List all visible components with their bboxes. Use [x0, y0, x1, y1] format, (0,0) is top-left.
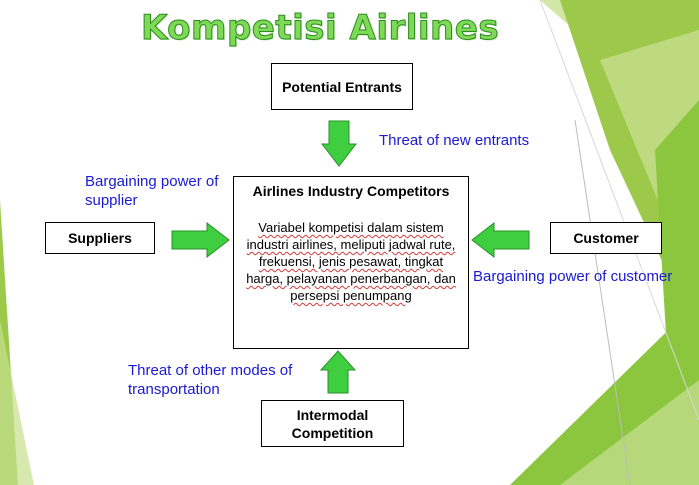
decor-shape	[560, 380, 699, 485]
industry-title: Airlines Industry Competitors	[252, 183, 450, 199]
customer-label: Customer	[573, 230, 639, 246]
potential-entrants-box: Potential Entrants	[271, 63, 413, 110]
threat-other-modes-label: Threat of other modes of transportation	[128, 362, 293, 398]
decor-line	[574, 119, 631, 485]
page-title: Kompetisi Airlines	[140, 8, 500, 49]
threat-new-entrants-label: Threat of new entrants	[379, 132, 530, 149]
intermodal-label: Intermodal Competition	[291, 406, 374, 441]
bargaining-customer-label: Bargaining power of customer	[473, 268, 673, 285]
intermodal-competition-box: Intermodal Competition	[261, 400, 404, 447]
potential-entrants-label: Potential Entrants	[282, 78, 402, 95]
bargaining-supplier-label: Bargaining power of supplier	[85, 173, 219, 209]
decor-shape	[0, 320, 34, 485]
suppliers-label: Suppliers	[68, 230, 132, 246]
suppliers-box: Suppliers	[45, 222, 155, 254]
arrow-down-icon	[321, 120, 357, 167]
industry-description: Variabel kompetisi dalam sistem industri…	[246, 220, 456, 303]
arrow-up-icon	[320, 350, 356, 394]
decor-line	[539, 0, 699, 421]
customer-box: Customer	[550, 222, 662, 254]
arrow-left-icon	[471, 222, 530, 258]
industry-competitors-box: Airlines Industry Competitors Variabel k…	[233, 176, 469, 349]
arrow-right-icon	[171, 222, 230, 258]
